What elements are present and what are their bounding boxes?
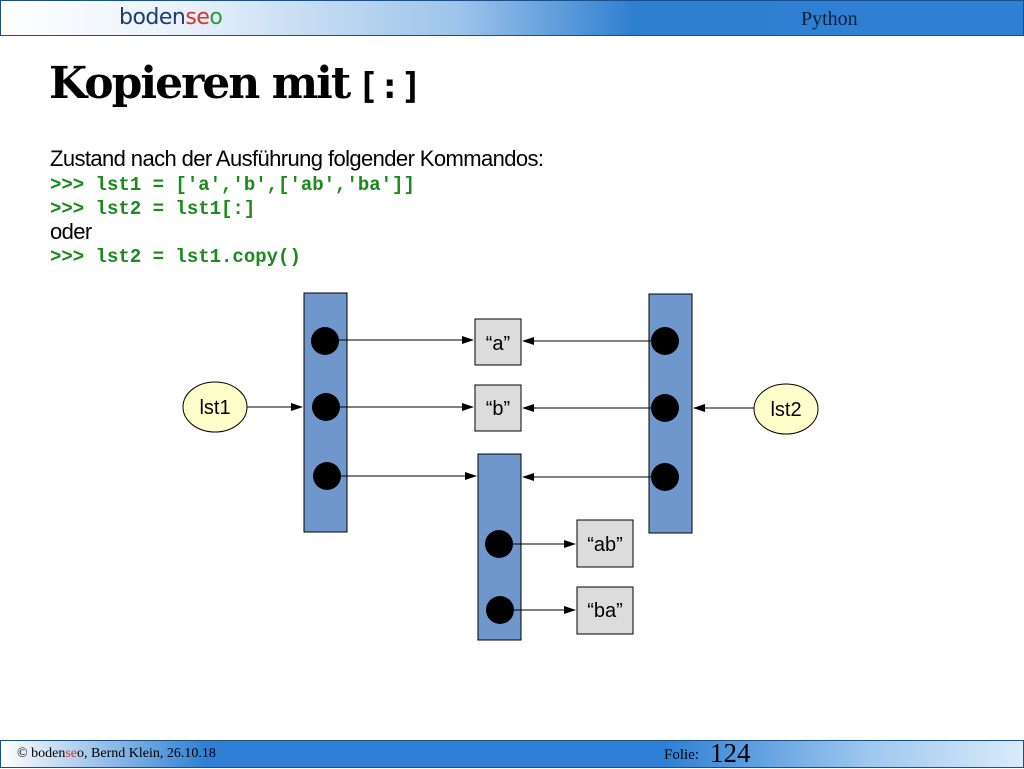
code-line-2: >>> lst2 = lst1[:] bbox=[50, 198, 256, 220]
string-box-ab bbox=[576, 519, 634, 568]
copyright-prefix: © boden bbox=[17, 746, 66, 761]
slide-title: Kopieren mit[:] bbox=[49, 58, 422, 109]
string-label-b: “b” bbox=[486, 398, 510, 420]
bodenseo-logo: bodenseo bbox=[119, 5, 223, 30]
copyright-text: © bodenseo, Bernd Klein, 26.10.18 bbox=[17, 746, 216, 762]
ref-dot-lst2-2 bbox=[651, 463, 679, 491]
ref-dot-lst1-0 bbox=[311, 327, 339, 355]
ref-dot-inner-0 bbox=[485, 530, 513, 558]
string-label-a: “a” bbox=[486, 333, 510, 355]
ref-dot-lst1-1 bbox=[312, 393, 340, 421]
logo-text-1: boden bbox=[119, 5, 186, 30]
code-line-1: >>> lst1 = ['a','b',['ab','ba']] bbox=[50, 174, 415, 196]
string-label-ba: “ba” bbox=[587, 600, 623, 622]
ref-dot-lst1-2 bbox=[313, 462, 341, 490]
copyright-suffix: o, Bernd Klein, 26.10.18 bbox=[77, 746, 216, 761]
copyright-se: se bbox=[65, 746, 78, 761]
ref-dot-lst2-1 bbox=[651, 394, 679, 422]
variable-lst2 bbox=[753, 383, 819, 435]
ref-dot-inner-1 bbox=[486, 596, 514, 624]
intro-text: Zustand nach der Ausführung folgender Ko… bbox=[50, 146, 544, 171]
string-label-ab: “ab” bbox=[587, 534, 623, 556]
title-text: Kopieren mit bbox=[49, 58, 351, 109]
string-box-b bbox=[474, 384, 522, 432]
slide-number-label: Folie: bbox=[664, 747, 700, 763]
topic-label: Python bbox=[801, 8, 858, 30]
slide-number: 124 bbox=[710, 738, 751, 768]
connector-text: oder bbox=[50, 219, 92, 244]
ref-dot-lst2-0 bbox=[651, 327, 679, 355]
footer-bar: © bodenseo, Bernd Klein, 26.10.18 Folie:… bbox=[0, 738, 1024, 768]
logo-text-2: se bbox=[185, 5, 210, 30]
header-bar: bodenseo Python bbox=[0, 0, 1024, 36]
logo-text-3: o bbox=[209, 5, 223, 30]
title-code: [:] bbox=[357, 66, 423, 107]
string-box-ba bbox=[576, 586, 634, 635]
variable-label-lst2: lst2 bbox=[770, 399, 801, 421]
code-line-alt: >>> lst2 = lst1.copy() bbox=[50, 246, 301, 268]
string-box-a bbox=[474, 318, 522, 366]
variable-label-lst1: lst1 bbox=[199, 397, 230, 419]
